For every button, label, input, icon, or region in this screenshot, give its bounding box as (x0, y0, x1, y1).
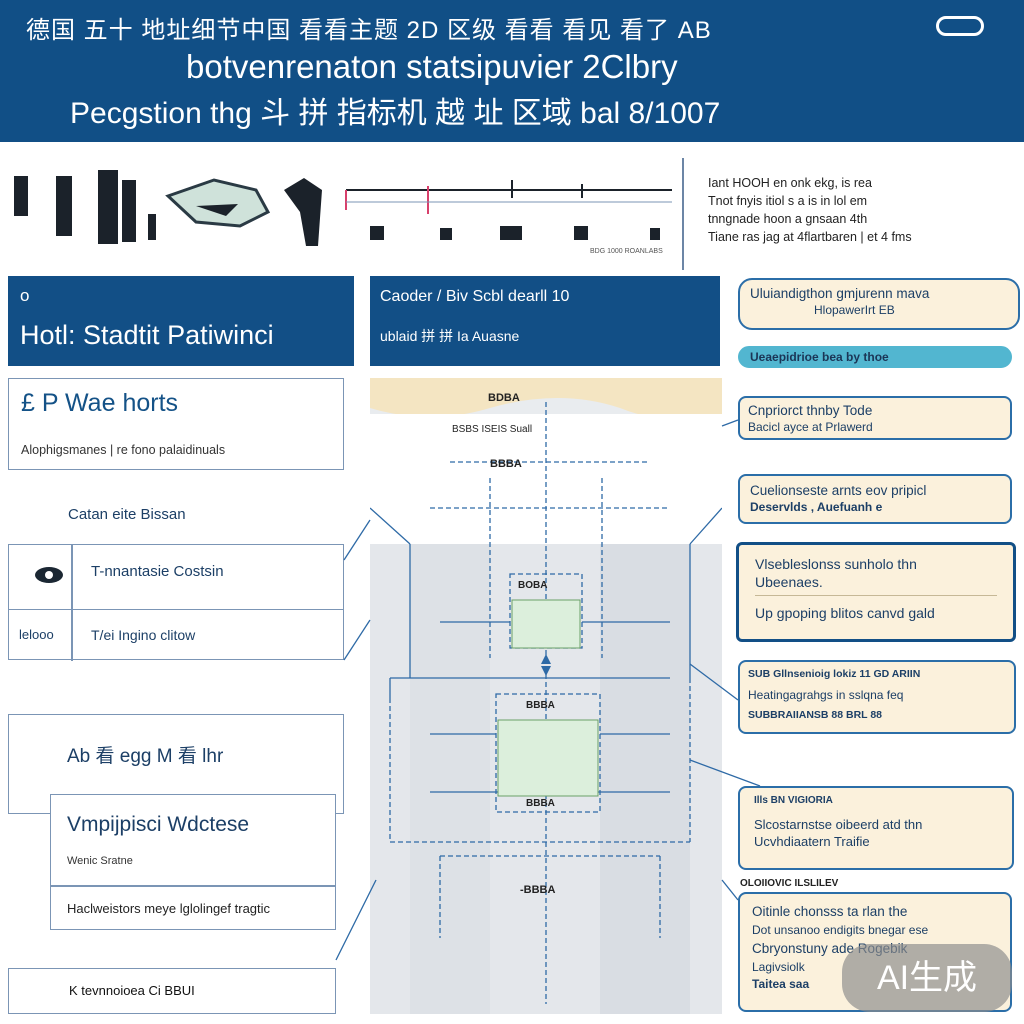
eye-icon (35, 567, 63, 583)
left-table: T-nnantasie Costsin lelooo T/ei Ingino c… (8, 544, 344, 661)
right-card-6-line: SUBBRAIIANSB 88 BRL 88 (748, 709, 883, 722)
right-card-1: Uluiandigthon gmjurenn mava HlopawerIrt … (738, 278, 1020, 330)
divider (755, 595, 997, 597)
right-card-7-line: Ucvhdiaatern Traifie (754, 833, 870, 849)
header-line-2: botvenrenaton statsipuvier 2Clbry (186, 48, 678, 85)
header-line-1: 德国 五十 地址细节中国 看看主题 2D 区级 看看 看见 看了 AB (26, 17, 712, 44)
table-cell: lelooo (19, 627, 54, 642)
top-note-line: Tiane ras jag at 4flartbaren | et 4 fms (708, 230, 912, 245)
left-caption: Catan eite Bissan (68, 506, 186, 523)
figures-illustration (14, 170, 672, 246)
right-card-6-line: SUB Gllnsenioig lokiz 11 GD ARIIN (748, 668, 921, 680)
right-card-8-label: OLOIIOVIC ILSLILEV (740, 878, 839, 889)
right-card-3-line: Bacicl ayce at Prlawerd (748, 419, 873, 434)
header-line-3: Pecgstion thg 斗 拼 指标机 越 址 区域 bal 8/1007 (70, 97, 721, 130)
diagram-label-box1: BOBA (518, 580, 548, 591)
top-note-line: tnngnade hoon a gnsaan 4th (708, 212, 868, 227)
diagram-label-box3: BBBA (526, 798, 555, 809)
ports-card: £ P Wae horts Alophigsmanes | re fono pa… (8, 378, 344, 470)
stack-card-front-foot: Haclweistors meye lglolingef tragtic (67, 901, 271, 916)
right-card-3-line: Cnpriorct thnby Tode (748, 403, 873, 418)
center-diagram: BDBA BSBS ISEIS Suall BBBA BOBA BBBA BBB… (370, 378, 722, 1014)
bottom-card: K tevnnoioea Ci BBUI (8, 968, 336, 1014)
top-note-line: Iant HOOH en onk ekg, is rea (708, 176, 872, 190)
table-row: lelooo T/ei Ingino clitow (9, 609, 343, 661)
panel-left-header: o Hotl: Stadtit Patiwinci (8, 276, 354, 366)
panel-mid-header: Caoder / Biv Scbl dearll 10 ublaid 拼 拼 I… (370, 276, 720, 366)
right-card-4-line: Deservlds , Auefuanh e (750, 499, 883, 514)
diagram-label-mid: BBBA (490, 458, 522, 470)
table-divider (71, 545, 73, 661)
ai-generated-watermark: AI生成 (842, 944, 1012, 1012)
right-card-5-line: Up gpoping blitos canvd gald (755, 605, 935, 622)
center-diagram-svg (370, 378, 722, 1014)
right-card-8-line: Lagivsiolk (752, 959, 805, 974)
right-card-4-line: Cuelionseste arnts eov pripicl (750, 483, 927, 498)
right-card-7-line: Slcostarnstse oibeerd atd thn (754, 817, 923, 832)
stack-card-front: Vmpijpisci Wdctese Wenic Sratne Haclweis… (50, 794, 336, 930)
right-card-1-sub: HlopawerIrt EB (814, 302, 895, 317)
right-card-7: Ills BN VIGIORIA Slcostarnstse oibeerd a… (738, 786, 1014, 870)
right-card-5-line: Ubeenaes. (755, 574, 823, 591)
bottom-card-text: K tevnnoioea Ci BBUI (69, 983, 195, 998)
right-card-5-line: Vlsebleslonss sunholo thn (755, 556, 917, 572)
stack-card-front-sub: Wenic Sratne (67, 855, 133, 867)
stack-card-front-title: Vmpijpisci Wdctese (67, 813, 250, 836)
top-note: Iant HOOH en onk ekg, is rea Tnot fnyis … (682, 158, 1022, 270)
logo-icon (936, 16, 984, 36)
right-card-1-title: Uluiandigthon gmjurenn mava (750, 286, 930, 301)
right-card-4: Cuelionseste arnts eov pripicl Deservlds… (738, 474, 1012, 524)
panel-mid-line-1: Caoder / Biv Scbl dearll 10 (380, 288, 570, 305)
table-row: T-nnantasie Costsin (9, 545, 343, 610)
diagram-label-bottom: -BBBA (520, 884, 556, 896)
figures-strip: BDG 1000 ROANLABS (0, 150, 680, 270)
right-card-6-line: Heatingagrahgs in sslqna feq (748, 687, 904, 702)
right-card-6: SUB Gllnsenioig lokiz 11 GD ARIIN Heatin… (738, 660, 1016, 734)
map-strip (370, 378, 722, 420)
table-cell: T/ei Ingino clitow (91, 627, 196, 643)
right-card-5: Vlsebleslonss sunholo thn Ubeenaes. Up g… (736, 542, 1016, 642)
stack-card-back-title: Ab 看 egg M 看 lhr (67, 746, 224, 767)
diagram-label-top: BDBA (488, 392, 520, 404)
diagram-label-box2: BBBA (526, 700, 555, 711)
top-note-line: Tnot fnyis itiol s a is in lol em (708, 194, 868, 209)
right-card-8-line: Oitinle chonsss ta rlan the (752, 904, 908, 919)
right-card-3: Cnpriorct thnby Tode Bacicl ayce at Prla… (738, 396, 1012, 440)
right-card-7-kicker: Ills BN VIGIORIA (754, 795, 833, 806)
divider (51, 885, 335, 887)
right-card-8-line: Dot unsanoo endigits bnegar ese (752, 922, 929, 937)
header-banner: 德国 五十 地址细节中国 看看主题 2D 区级 看看 看见 看了 AB botv… (0, 0, 1024, 142)
ports-card-title: £ P Wae horts (21, 389, 179, 417)
ports-card-sub: Alophigsmanes | re fono palaidinuals (21, 443, 226, 457)
right-tag-bar: Ueaepidrioe bea by thoe (738, 346, 1012, 368)
right-card-8-line: Taitea saa (752, 976, 810, 991)
panel-mid-line-2: ublaid 拼 拼 Ia Auasne (380, 328, 520, 344)
panel-left-kicker: o (20, 286, 30, 305)
panel-left-title: Hotl: Stadtit Patiwinci (20, 320, 274, 350)
diagram-label-sub: BSBS ISEIS Suall (452, 424, 533, 435)
timeline-note: BDG 1000 ROANLABS (590, 248, 663, 255)
table-cell: T-nnantasie Costsin (91, 563, 224, 580)
